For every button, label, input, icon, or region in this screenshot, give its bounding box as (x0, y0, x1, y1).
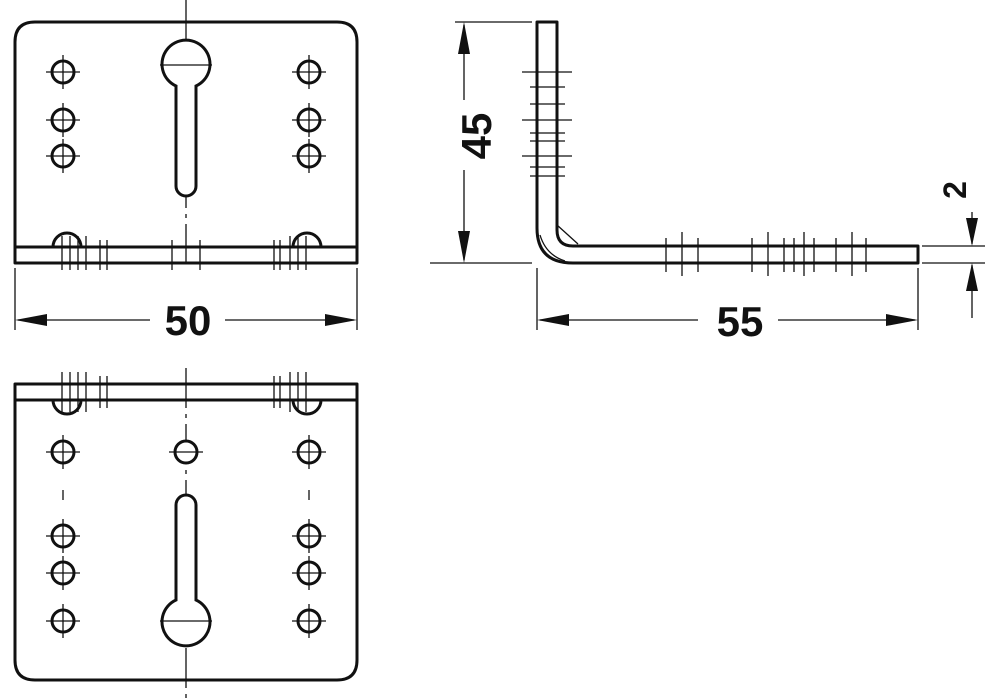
side-hole-traces-horizontal (665, 232, 867, 276)
hole-column-right-bottom (292, 435, 326, 638)
flange-hole-traces-top (61, 236, 307, 270)
width-dimension (14, 268, 358, 330)
keyhole-slot (160, 38, 212, 198)
flange-hole-traces-bottom (61, 372, 307, 412)
bottom-view-plate (13, 368, 359, 700)
length-label: 55 (717, 298, 764, 345)
length-dimension (536, 268, 919, 330)
thickness-dimension (922, 212, 985, 318)
height-label: 45 (453, 113, 500, 160)
height-dimension (430, 21, 532, 264)
side-view-profile: 45 55 2 (430, 20, 985, 345)
keyhole-slot-bottom (160, 493, 212, 648)
width-label: 50 (165, 297, 212, 344)
thickness-label: 2 (937, 181, 973, 199)
hole-column-right (292, 55, 326, 173)
side-hole-traces-vertical (522, 71, 572, 177)
top-view-plate: 50 (13, 0, 359, 344)
hole-column-left (46, 55, 80, 173)
hole-column-left-bottom (46, 435, 80, 638)
